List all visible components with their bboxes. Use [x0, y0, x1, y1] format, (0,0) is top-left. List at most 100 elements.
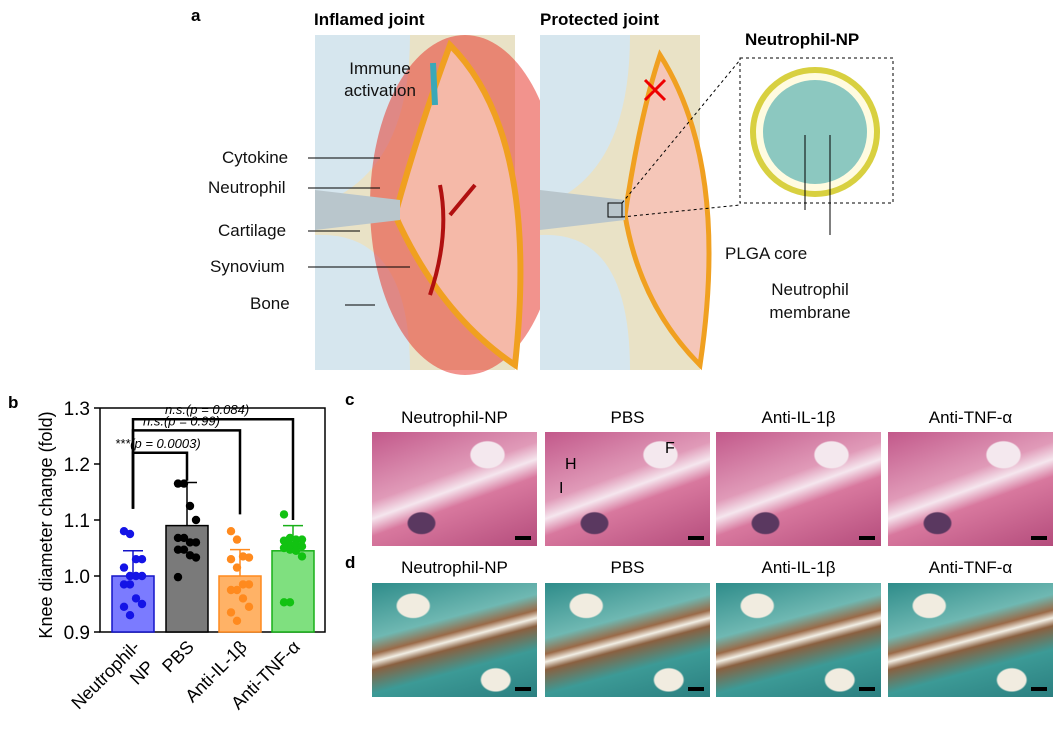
data-point	[285, 598, 295, 607]
data-point	[232, 535, 242, 544]
data-point	[179, 533, 189, 543]
data-point	[226, 608, 236, 617]
panel-d-label: d	[345, 553, 356, 572]
safranin-o-image	[545, 583, 710, 697]
panel-d-title: Neutrophil-NP	[401, 558, 508, 577]
data-point	[191, 553, 201, 562]
immune-activation-label: Immune activation	[344, 59, 416, 100]
data-point	[232, 616, 242, 625]
protected-joint-drawing	[540, 35, 741, 371]
data-point	[173, 572, 183, 582]
annotation-F: F	[665, 440, 675, 457]
y-tick-label: 1.1	[64, 511, 90, 532]
scale-bar	[859, 687, 875, 691]
data-point	[137, 555, 147, 564]
bar-3	[271, 550, 315, 633]
data-point	[131, 555, 141, 564]
panel-d-title: Anti-IL-1β	[761, 558, 836, 577]
protected-joint-title: Protected joint	[540, 10, 660, 29]
data-point	[173, 545, 183, 554]
data-point	[191, 538, 201, 547]
data-point	[279, 598, 289, 607]
data-point	[238, 594, 248, 603]
significance-label: n.s.(p = 0.084)	[165, 402, 249, 417]
data-point	[279, 536, 289, 545]
safranin-o-image	[372, 583, 537, 697]
data-point	[119, 580, 129, 589]
data-point	[238, 580, 248, 589]
data-point	[179, 479, 189, 488]
data-point	[226, 527, 236, 536]
synovium-label: Synovium	[210, 257, 285, 276]
significance-bracket	[131, 417, 295, 520]
data-point	[131, 571, 141, 581]
panel-b-label: b	[8, 393, 18, 412]
data-point	[185, 538, 195, 547]
inflamed-joint-title: Inflamed joint	[314, 10, 425, 29]
safranin-o-image	[888, 583, 1053, 697]
plga-core-label: PLGA core	[725, 244, 808, 263]
data-point	[125, 571, 135, 581]
blocked-x-icon	[643, 78, 667, 102]
x-tick-label: PBS	[158, 637, 198, 677]
scale-bar	[1031, 687, 1047, 691]
data-point	[173, 479, 183, 488]
neutrophil-membrane-label: Neutrophil membrane	[769, 280, 851, 322]
data-point	[125, 580, 135, 589]
error-bar-0	[123, 550, 143, 576]
cartilage-label: Cartilage	[218, 221, 287, 240]
data-point	[291, 546, 301, 555]
he-stain-image	[888, 432, 1053, 546]
scale-bar	[1031, 536, 1047, 540]
scale-bar	[688, 536, 704, 540]
annotation-I: I	[559, 480, 564, 497]
nanoparticle-drawing	[739, 57, 894, 235]
panel-d-title: PBS	[610, 558, 645, 577]
panel-d-title: Anti-TNF-α	[928, 558, 1013, 577]
y-tick-label: 1.0	[64, 567, 90, 588]
activation-arrow-icon	[430, 62, 438, 106]
data-point	[244, 602, 254, 611]
data-point	[232, 563, 242, 572]
data-point	[119, 602, 129, 611]
joint-illustration	[308, 35, 894, 375]
data-point	[297, 535, 307, 544]
axes-frame	[99, 407, 326, 633]
data-point	[119, 563, 129, 572]
scale-bar	[859, 536, 875, 540]
significance-label: ***(p = 0.0003)	[115, 436, 201, 451]
y-tick-label: 1.3	[64, 399, 90, 420]
data-point	[125, 611, 135, 620]
data-point	[297, 552, 307, 561]
panel-a-label: a	[191, 6, 201, 25]
data-point	[297, 542, 307, 551]
panel-c-title: Anti-TNF-α	[928, 408, 1013, 427]
bone-label: Bone	[250, 294, 290, 313]
neutrophil-np-title: Neutrophil-NP	[745, 30, 860, 49]
annotation-H: H	[565, 456, 577, 473]
scale-bar	[515, 536, 531, 540]
y-tick-label: 1.2	[64, 455, 90, 476]
scale-bar	[688, 687, 704, 691]
data-point	[173, 533, 183, 543]
data-point	[191, 515, 201, 525]
cytokine-label: Cytokine	[222, 148, 289, 167]
y-tick-label: 0.9	[64, 623, 90, 644]
data-point	[279, 510, 289, 519]
data-point	[244, 553, 254, 562]
data-point	[137, 599, 147, 609]
scale-bar	[515, 687, 531, 691]
data-point	[131, 594, 141, 603]
label-pointer-lines	[308, 157, 410, 306]
he-stain-image	[716, 432, 881, 546]
data-point	[244, 580, 254, 589]
panel-c-title: Anti-IL-1β	[761, 408, 836, 427]
data-point	[226, 585, 236, 595]
neutrophil-label: Neutrophil	[208, 178, 286, 197]
he-stain-image	[372, 432, 537, 546]
safranin-o-image	[716, 583, 881, 697]
panel-c-title: PBS	[610, 408, 645, 427]
data-point	[137, 571, 147, 581]
